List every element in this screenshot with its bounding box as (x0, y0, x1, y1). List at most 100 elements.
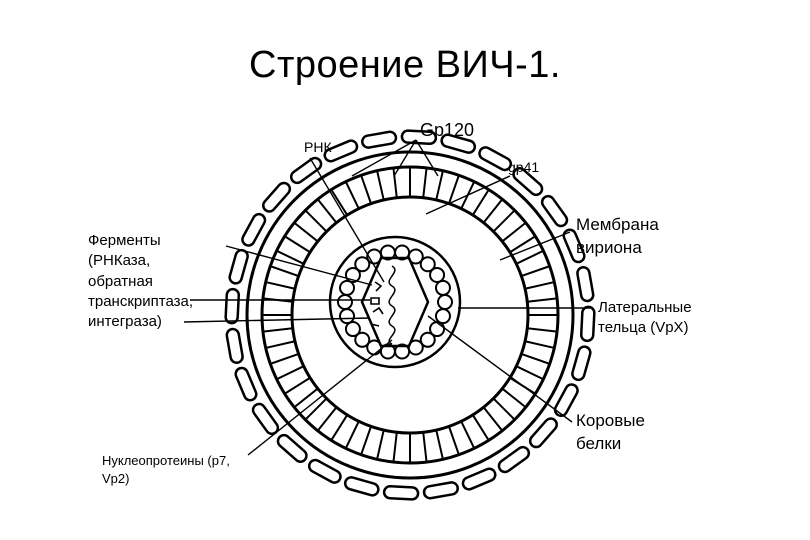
matrix-rib (276, 249, 305, 265)
matrix-rib (471, 189, 490, 216)
nucleoprotein-bead (344, 321, 361, 338)
nucleoprotein-bead (339, 279, 356, 296)
enzyme-marks (370, 281, 384, 327)
matrix-rib (482, 198, 504, 224)
gp120-spike (225, 327, 244, 364)
matrix-rib (524, 281, 555, 290)
matrix-rib (448, 426, 460, 456)
label-nucleoproteins: Нуклеопротеины (p7, Vp2) (102, 453, 230, 486)
label-core-proteins: Коровые белки (576, 411, 645, 453)
matrix-rib (269, 353, 299, 365)
matrix-rib (501, 387, 527, 409)
matrix-rib (376, 170, 385, 201)
gp120-spike (571, 345, 592, 382)
matrix-rib (515, 249, 544, 265)
gp120-spike (343, 476, 380, 497)
matrix-rib (524, 340, 555, 349)
matrix-rib (293, 221, 319, 243)
matrix-rib (360, 426, 372, 456)
pointer-lines (183, 139, 590, 456)
nucleoprotein-bead (407, 248, 424, 265)
gp120-spike (323, 139, 359, 163)
nucleoprotein-bead (339, 308, 356, 325)
matrix-rib (376, 429, 385, 460)
matrix-rib (293, 387, 319, 409)
gp120-spike (382, 484, 420, 501)
matrix-rib (265, 281, 296, 290)
nucleoprotein-bead (419, 331, 436, 348)
core-shell (328, 235, 462, 369)
matrix-rib (316, 406, 338, 432)
gp120-spike (553, 383, 579, 418)
matrix-rib (422, 167, 428, 198)
matrix-rib (435, 170, 444, 201)
nucleoprotein-bead (354, 256, 371, 273)
matrix-rib (492, 209, 516, 233)
matrix-rib (448, 174, 460, 204)
matrix-rib (460, 420, 476, 449)
label-gp120: Gp120 (420, 120, 475, 140)
gp120-spike (440, 133, 477, 154)
matrix-rib (284, 235, 311, 254)
gp120-spike (512, 167, 544, 197)
matrix-rib (435, 429, 444, 460)
matrix-rib (276, 365, 305, 381)
rna-strand (388, 265, 396, 345)
label-membrane: Мембрана вириона (576, 215, 659, 257)
matrix-ribs (262, 167, 558, 463)
gp120-spike (262, 181, 292, 213)
gp120-spike (461, 467, 497, 491)
nucleoprotein-bead (419, 256, 436, 273)
matrix-rib (304, 209, 328, 233)
gp120-spike (234, 366, 258, 402)
matrix-rib (492, 397, 516, 421)
matrix-rib (392, 167, 398, 198)
matrix-rib (482, 406, 504, 432)
nucleoprotein-bead (354, 331, 371, 348)
matrix-rib (527, 297, 558, 303)
gp120-spike (228, 248, 249, 285)
page-title: Строение ВИЧ-1. (249, 44, 561, 86)
gp120-spike (361, 130, 398, 149)
gp120-spike (307, 458, 342, 484)
matrix-rib (527, 327, 558, 333)
gp120-spike (540, 194, 569, 228)
matrix-rib (330, 189, 349, 216)
nucleoprotein-bead (437, 294, 453, 310)
matrix-rib (501, 221, 527, 243)
matrix-rib (515, 365, 544, 381)
gp120-spike (224, 287, 241, 325)
gp120-spike (478, 146, 513, 172)
gp120-spike (576, 266, 595, 303)
matrix-rib (360, 174, 372, 204)
nucleoprotein-bead (434, 308, 451, 325)
label-gp41: gp41 (508, 159, 540, 175)
matrix-rib (521, 353, 551, 365)
matrix-rib (330, 414, 349, 441)
matrix-rib (265, 340, 296, 349)
matrix-rib (392, 432, 398, 463)
gp120-spike (562, 228, 586, 264)
gp120-spike (528, 417, 558, 449)
nucleoprotein-bead (434, 279, 451, 296)
nucleoprotein-beads (337, 244, 453, 360)
label-rna: РНК (304, 139, 332, 155)
matrix-rib (521, 265, 551, 277)
matrix-rib (344, 181, 360, 210)
matrix-rib (316, 198, 338, 224)
nucleoprotein-bead (337, 294, 353, 310)
matrix-shell (290, 195, 530, 435)
label-enzymes: Ферменты (РНКаза, обратная транскриптаза… (88, 232, 194, 330)
gp120-spike (579, 305, 596, 343)
envelope-spikes (224, 129, 596, 501)
matrix-rib (262, 327, 293, 333)
matrix-rib (304, 397, 328, 421)
matrix-rib (344, 420, 360, 449)
matrix-rib (284, 376, 311, 395)
gp120-spike (241, 212, 267, 247)
matrix-rib (422, 432, 428, 463)
gp120-spike (422, 481, 459, 500)
nucleoprotein-bead (429, 266, 446, 283)
matrix-rib (471, 414, 490, 441)
